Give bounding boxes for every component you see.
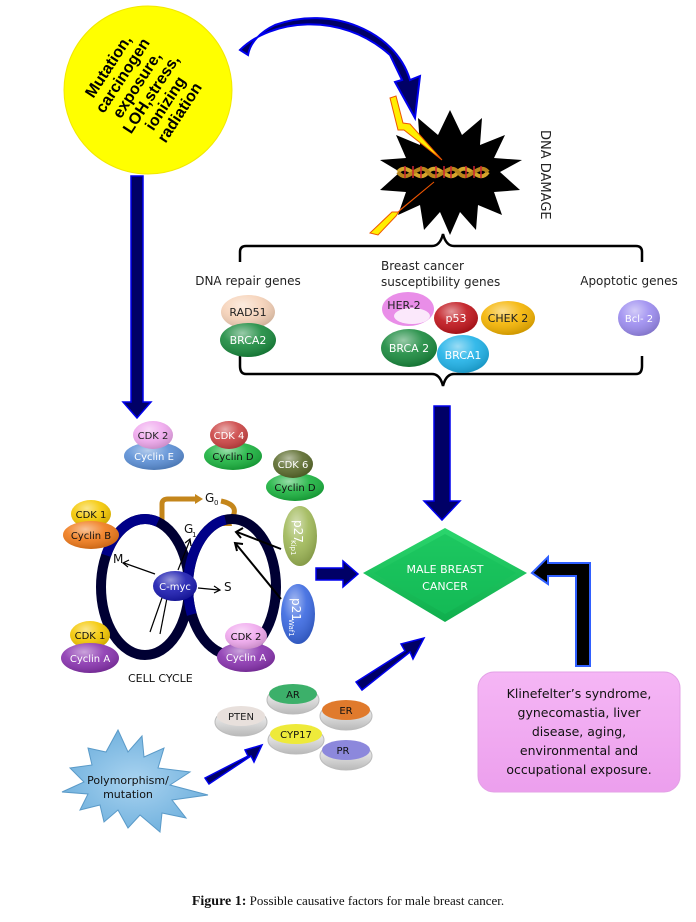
svg-text:AR: AR <box>286 690 300 701</box>
complex-cdk2-cyclin-a: CDK 2 Cyclin A <box>217 623 275 672</box>
svg-text:CDK 1: CDK 1 <box>75 631 106 642</box>
svg-text:BRCA1: BRCA1 <box>445 349 482 362</box>
cell-cycle-label: CELL CYCLE <box>128 672 193 685</box>
polymorphism-line2: mutation <box>103 788 153 801</box>
svg-text:HER-2: HER-2 <box>387 299 420 312</box>
svg-text:p53: p53 <box>446 312 467 325</box>
complex-cdk6-cyclin-d: CDK 6 Cyclin D <box>266 450 324 501</box>
svg-text:Cyclin A: Cyclin A <box>70 654 110 665</box>
svg-text:M: M <box>113 552 123 566</box>
complex-cdk2-cyclin-e: CDK 2 Cyclin E <box>124 421 184 470</box>
c-myc: C-myc <box>153 571 197 601</box>
inhibitor-p27: p27 Kip1 <box>283 506 317 566</box>
caption-label: Figure 1: <box>191 894 247 909</box>
gene-disc-er: ER <box>319 700 373 731</box>
svg-text:CYP17: CYP17 <box>280 730 312 741</box>
factors-line: occupational exposure. <box>506 762 651 777</box>
svg-text:0: 0 <box>214 499 218 507</box>
gene-her2: HER-2 <box>382 292 434 326</box>
apoptotic-title: Apoptotic genes <box>580 274 678 288</box>
svg-text:p21: p21 <box>289 598 303 621</box>
svg-text:Waf1: Waf1 <box>287 619 295 637</box>
bottom-bracket <box>238 356 644 387</box>
arrow-down-center <box>422 405 462 522</box>
svg-text:Cyclin D: Cyclin D <box>212 452 253 463</box>
svg-text:BRCA2: BRCA2 <box>230 334 267 347</box>
svg-text:ER: ER <box>339 706 352 717</box>
svg-text:S: S <box>224 580 232 594</box>
svg-text:G: G <box>205 491 214 505</box>
factors-line: Klinefelter’s syndrome, <box>507 686 652 701</box>
outcome-line1: MALE BREAST <box>407 563 484 576</box>
polymorphism-line1: Polymorphism/ <box>87 774 169 787</box>
factors-line: disease, aging, <box>532 724 626 739</box>
causes-circle: Mutation, carcinogen exposure, LOH,stres… <box>63 5 233 175</box>
arrow-hormonal-to-outcome <box>354 636 426 692</box>
g0-arrow <box>159 496 195 520</box>
dna-repair-title: DNA repair genes <box>195 274 301 288</box>
arrow-polymorphism-to-genes <box>203 743 264 786</box>
dna-damage-burst: DNA DAMAGE <box>368 95 552 236</box>
dna-helix-icon <box>396 166 490 179</box>
svg-text:CDK 2: CDK 2 <box>138 431 169 442</box>
gene-brca-2: BRCA 2 <box>381 329 437 367</box>
dna-damage-label: DNA DAMAGE <box>537 130 552 220</box>
gene-rad51: RAD51 <box>221 295 275 329</box>
bent-arrow-from-factors <box>530 554 591 667</box>
lightning-bolt-icon <box>368 181 435 236</box>
svg-text:CHEK 2: CHEK 2 <box>488 312 529 325</box>
svg-text:CDK 1: CDK 1 <box>76 510 107 521</box>
lightning-bolt-icon <box>389 95 443 161</box>
svg-text:PR: PR <box>337 746 350 757</box>
complex-cdk1-cyclin-a: CDK 1 Cyclin A <box>61 621 119 673</box>
top-bracket <box>238 233 644 262</box>
complex-cdk1-cyclin-b: CDK 1 Cyclin B <box>63 500 119 549</box>
svg-text:G: G <box>184 522 193 536</box>
svg-text:PTEN: PTEN <box>228 712 254 723</box>
complex-cdk4-cyclin-d: CDK 4 Cyclin D <box>204 421 262 470</box>
svg-text:BRCA 2: BRCA 2 <box>389 342 429 355</box>
gene-bcl2: Bcl- 2 <box>618 300 660 336</box>
outcome-diamond: MALE BREAST CANCER <box>363 528 527 622</box>
susceptibility-title-line1: Breast cancer <box>381 259 464 273</box>
gene-disc-ar: AR <box>266 684 320 715</box>
svg-text:Cyclin E: Cyclin E <box>134 452 174 463</box>
factors-line: environmental and <box>520 743 638 758</box>
curved-arrow-to-dna-damage <box>238 17 422 122</box>
svg-text:RAD51: RAD51 <box>229 306 266 319</box>
arrow-down-left <box>121 175 153 420</box>
gene-brca2: BRCA2 <box>220 323 276 357</box>
gene-disc-cyp17: CYP17 <box>267 724 325 755</box>
caption-text: Possible causative factors for male brea… <box>249 893 505 908</box>
svg-text:Bcl- 2: Bcl- 2 <box>625 314 653 325</box>
gene-brca1: BRCA1 <box>437 335 489 373</box>
svg-text:C-myc: C-myc <box>159 582 191 593</box>
figure-caption: Figure 1: Possible causative factors for… <box>0 893 696 910</box>
svg-text:Kip1: Kip1 <box>289 540 297 555</box>
svg-text:Cyclin D: Cyclin D <box>274 483 315 494</box>
svg-text:p27: p27 <box>291 520 305 543</box>
svg-text:CDK 4: CDK 4 <box>214 431 245 442</box>
svg-text:CDK 6: CDK 6 <box>278 460 309 471</box>
gene-p53: p53 <box>434 302 478 334</box>
gene-disc-pr: PR <box>319 740 373 771</box>
cell-cycle: G 0 G 1 M S C-myc <box>61 491 282 685</box>
polymorphism-burst: Polymorphism/ mutation <box>61 728 209 833</box>
factors-line: gynecomastia, liver <box>518 705 642 720</box>
svg-text:Cyclin A: Cyclin A <box>226 653 266 664</box>
svg-text:Cyclin B: Cyclin B <box>71 531 111 542</box>
svg-text:CDK 2: CDK 2 <box>231 632 262 643</box>
gene-disc-pten: PTEN <box>214 706 268 737</box>
inhibitor-p21: p21 Waf1 <box>281 584 315 644</box>
arrow-right-to-outcome <box>315 559 360 589</box>
svg-text:1: 1 <box>192 531 196 539</box>
gene-chek2: CHEK 2 <box>481 301 535 335</box>
outcome-line2: CANCER <box>422 580 468 593</box>
other-factors-box: Klinefelter’s syndrome, gynecomastia, li… <box>477 671 681 793</box>
susceptibility-title-line2: susceptibility genes <box>381 275 500 289</box>
